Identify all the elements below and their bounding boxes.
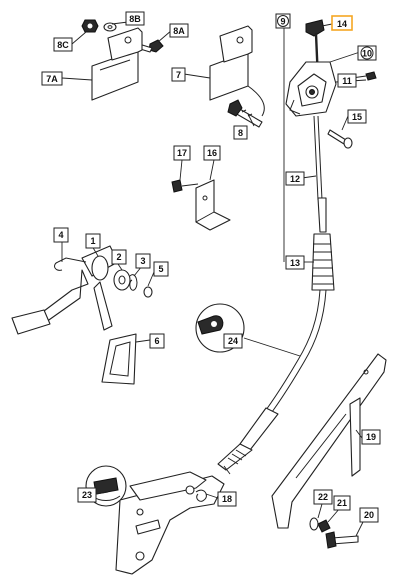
callout-3-text: 3 [140,256,145,266]
callout-12: 12 [285,171,305,186]
detail-circle-24-drawing [195,303,301,357]
callout-8c-text: 8C [57,40,69,50]
callout-13: 13 [285,255,305,270]
callout-15-text: 15 [352,112,362,122]
callout-22-text: 22 [318,492,328,502]
callout-8a-text: 8A [173,26,185,36]
callout-9-text: 9 [280,17,285,27]
callout-19: 19 [361,429,381,445]
callout-7-text: 7 [176,70,181,80]
callout-18: 18 [217,491,237,507]
callout-17: 17 [173,145,191,161]
callout-23-text: 23 [82,490,92,500]
callout-11-text: 11 [342,76,352,86]
callout-20: 20 [359,507,379,523]
nut-8c-drawing [81,19,99,33]
callout-6: 6 [149,333,165,349]
callout-24: 24 [223,333,243,349]
control-rod-12-drawing [313,115,327,233]
callout-3: 3 [135,253,151,269]
callout-8c: 8C [53,37,73,52]
callout-11: 11 [337,73,357,88]
callout-16: 16 [203,145,221,161]
washer-8b-drawing [103,22,117,32]
callout-18-text: 18 [222,494,232,504]
washer-22-drawing [309,517,319,531]
callout-10: 10 [357,45,377,61]
callout-21: 21 [333,495,351,511]
callout-7a-text: 7A [46,74,58,84]
callout-4-text: 4 [58,230,63,240]
callout-8b: 8B [125,11,145,26]
clip-4-drawing [54,261,63,271]
callout-4: 4 [53,227,69,243]
pedal-pivot-1-drawing [11,245,119,335]
callout-6-text: 6 [154,336,159,346]
callout-21-text: 21 [337,498,347,508]
callout-24-text: 24 [228,336,238,346]
lever-housing-drawing [285,61,337,117]
callout-17-text: 17 [177,148,187,158]
boot-6-drawing [101,333,137,385]
callout-7a: 7A [41,71,63,86]
callout-8-text: 8 [238,128,243,138]
bolt-17-drawing [171,179,199,193]
nut-21-drawing [317,519,331,533]
callout-15: 15 [347,109,367,124]
callout-5-text: 5 [158,264,163,274]
callout-5: 5 [153,261,169,277]
callout-10-text: 10 [362,49,372,59]
bolt-8-drawing [227,99,263,128]
callout-2: 2 [111,249,127,265]
callout-8a: 8A [169,23,189,38]
callout-8: 8 [233,125,248,140]
washer-5-drawing [143,286,153,298]
bushing-2-drawing [113,269,131,291]
callout-1: 1 [85,233,101,249]
callout-7: 7 [171,67,186,82]
callout-20-text: 20 [364,510,374,520]
callout-14: 14 [331,15,353,31]
main-cable-drawing [217,289,327,471]
bolt-20-drawing [325,531,359,549]
bracket-7a-drawing [91,27,143,101]
callout-14-text: 14 [337,19,347,29]
callout-22: 22 [313,489,333,505]
bracket-16-drawing [195,179,231,231]
spring-3-drawing [129,274,138,291]
callout-13-text: 13 [290,258,300,268]
frame-18-drawing [115,471,225,575]
callout-2-text: 2 [116,252,121,262]
callout-1-text: 1 [90,236,95,246]
callout-9: 9 [275,13,291,29]
cable-boot-13-drawing [311,233,335,291]
callout-23: 23 [77,487,97,503]
callout-19-text: 19 [366,432,376,442]
bracket-19-drawing [271,353,387,529]
screw-15-drawing [327,129,353,149]
bracket-7-drawing [209,25,265,117]
callout-8b-text: 8B [129,14,141,24]
callout-12-text: 12 [290,174,300,184]
callout-16-text: 16 [207,148,217,158]
